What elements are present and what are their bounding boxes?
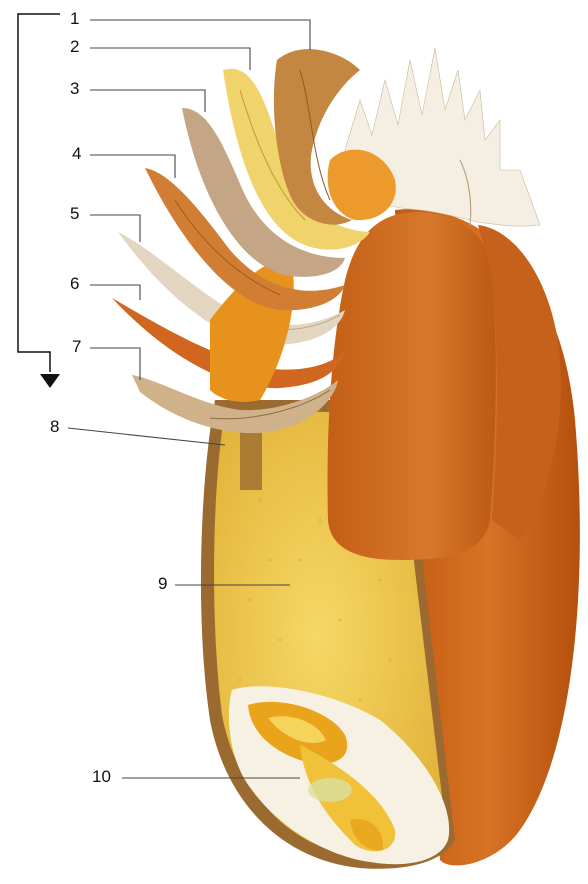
label-7: 7 [72,338,81,355]
label-5: 5 [70,205,79,222]
label-9: 9 [158,575,167,592]
label-8: 8 [50,418,59,435]
label-10: 10 [92,768,111,785]
pericarp-front-lobe [328,212,496,560]
bracket-arrow [40,374,60,388]
label-3: 3 [70,80,79,97]
bracket-line [18,14,60,372]
label-2: 2 [70,38,79,55]
label-4: 4 [72,145,81,162]
label-1: 1 [70,10,79,27]
embryo-core [308,778,352,802]
label-6: 6 [70,275,79,292]
